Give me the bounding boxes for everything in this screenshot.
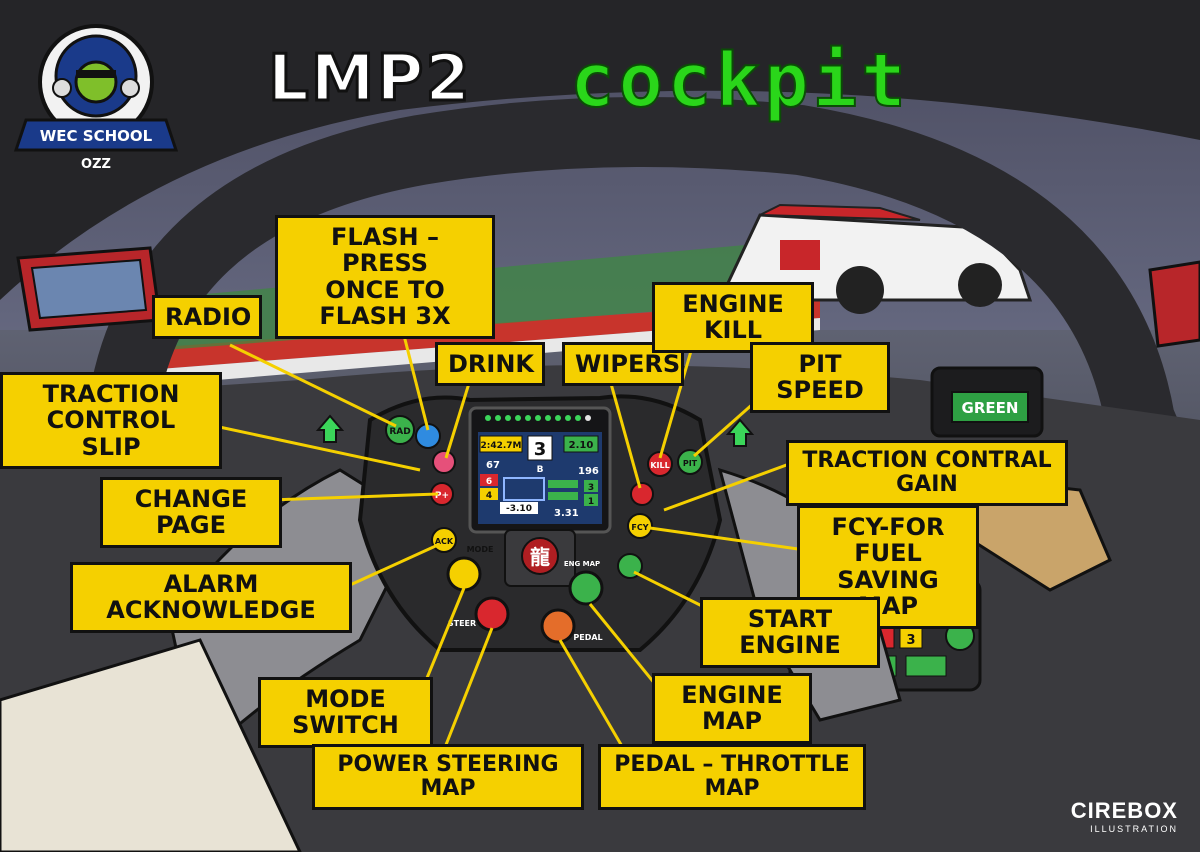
- callout-pit-speed: PIT SPEED: [750, 342, 890, 413]
- callout-flash: FLASH – PRESS ONCE TO FLASH 3X: [275, 215, 495, 339]
- callout-power-steering-text: POWER STEERING MAP: [337, 752, 559, 802]
- title-cockpit: cockpit: [569, 37, 910, 125]
- left-arrow-icon: [315, 414, 345, 443]
- callout-change-page-text: CHANGE PAGE: [134, 485, 248, 540]
- kill-button[interactable]: [647, 451, 673, 477]
- mode-switch-knob[interactable]: [446, 556, 482, 592]
- display-v67: 67: [486, 460, 500, 471]
- callout-fcy: FCY-FOR FUEL SAVING MAP: [797, 505, 979, 629]
- helmet-icon: [74, 60, 118, 104]
- callout-engine-map: ENGINE MAP: [652, 673, 812, 744]
- display-v6: 6: [486, 477, 492, 487]
- badge-line2: OZZ: [81, 157, 111, 172]
- pedal-map-knob[interactable]: [540, 608, 576, 644]
- dragon-emblem: [521, 537, 559, 575]
- callout-mode-switch-text: MODE SWITCH: [292, 685, 399, 740]
- callout-alarm-ack: ALARM ACKNOWLEDGE: [70, 562, 352, 633]
- callout-traction-gain-text: TRACTION CONTRAL GAIN: [802, 448, 1052, 498]
- callout-traction-slip-line1: TRACTION: [42, 380, 180, 408]
- callout-flash-line2: ONCE TO FLASH 3X: [319, 275, 451, 331]
- badge-ribbon: [13, 118, 179, 152]
- steering-wheel: 2:42.7M 3 B 2.10 67 196 6 4 3 1 -3.10 3.…: [315, 394, 755, 652]
- callout-mode-switch: MODE SWITCH: [258, 677, 433, 748]
- display-v196: 196: [578, 466, 599, 477]
- steer-knob-label: STEER: [448, 619, 476, 628]
- mode-knob-label: MODE: [467, 545, 494, 554]
- display-delta-top: 2.10: [569, 440, 594, 451]
- fcy-button[interactable]: [627, 513, 653, 539]
- display-gear-sub: B: [537, 465, 544, 475]
- callout-traction-gain: TRACTION CONTRAL GAIN: [786, 440, 1068, 507]
- callout-radio: RADIO: [152, 295, 262, 340]
- callout-alarm-ack-text: ALARM ACKNOWLEDGE: [106, 570, 316, 625]
- callout-radio-text: RADIO: [165, 303, 252, 331]
- dragon-emblem-char: 龍: [530, 545, 550, 569]
- right-arrow-icon: [725, 418, 755, 447]
- ack-button-label: ACK: [435, 537, 454, 546]
- display-v1: 1: [588, 497, 594, 507]
- power-steering-knob[interactable]: [474, 596, 510, 632]
- left-leg-suit: [0, 638, 302, 852]
- display-v3: 3: [588, 483, 594, 493]
- pit-button-label: PIT: [683, 459, 698, 468]
- callout-engine-map-text: ENGINE MAP: [681, 681, 783, 736]
- kill-button-label: KILL: [650, 461, 669, 470]
- halo-frame: [24, 97, 1200, 852]
- cirebox-logo: CIREBOX ILLUSTRATION: [1071, 798, 1178, 834]
- callout-engine-kill: ENGINE KILL: [652, 282, 814, 353]
- callout-drink: DRINK: [435, 342, 545, 387]
- callout-traction-slip-line2: CONTROL SLIP: [46, 406, 176, 461]
- rev-lights: [485, 415, 591, 421]
- callout-pit-speed-text: PIT SPEED: [776, 350, 864, 405]
- display-gear: 3: [534, 439, 547, 460]
- cirebox-sub: ILLUSTRATION: [1090, 824, 1178, 834]
- callout-start-engine: START ENGINE: [700, 597, 880, 668]
- display-time: 2:42.7M: [480, 441, 521, 451]
- callout-power-steering: POWER STEERING MAP: [312, 744, 584, 811]
- display-v4: 4: [486, 491, 492, 501]
- radio-button-label: RAD: [389, 427, 410, 437]
- left-mirror: [16, 246, 162, 332]
- drink-button[interactable]: [432, 450, 456, 474]
- callout-traction-slip: TRACTION CONTROL SLIP: [0, 372, 222, 470]
- green-flag-text: GREEN: [962, 399, 1019, 417]
- badge-line1: WEC SCHOOL: [40, 127, 153, 145]
- pedal-knob-label: PEDAL: [573, 633, 602, 642]
- callout-pedal-map: PEDAL – THROTTLE MAP: [598, 744, 866, 811]
- callout-fcy-line1: FCY-FOR FUEL: [831, 513, 945, 568]
- callout-pedal-map-text: PEDAL – THROTTLE MAP: [614, 752, 850, 802]
- callout-drink-text: DRINK: [448, 350, 535, 378]
- callout-wipers-text: WIPERS: [575, 350, 681, 378]
- fcy-button-label: FCY: [631, 523, 648, 532]
- panel-num-3: 3: [906, 633, 915, 648]
- cirebox-name: CIREBOX: [1070, 798, 1178, 823]
- eng-map-knob-label: ENG MAP: [564, 560, 600, 568]
- callout-engine-kill-text: ENGINE KILL: [682, 290, 784, 345]
- engine-map-knob[interactable]: [568, 570, 604, 606]
- wec-school-badge: WEC SCHOOL OZZ: [13, 24, 179, 172]
- wipers-button[interactable]: [630, 482, 654, 506]
- display-delta-bot: -3.10: [506, 504, 532, 514]
- roof-frame: [0, 0, 1200, 300]
- callout-wipers: WIPERS: [562, 342, 684, 387]
- flag-display: GREEN: [930, 366, 1044, 438]
- callout-start-engine-text: START ENGINE: [739, 605, 841, 660]
- callout-flash-line1: FLASH – PRESS: [331, 223, 439, 278]
- callout-change-page: CHANGE PAGE: [100, 477, 282, 548]
- change-page-label: P+: [435, 491, 449, 501]
- display-v331: 3.31: [554, 508, 579, 519]
- title-lmp2: LMP2: [267, 41, 472, 118]
- right-mirror: [1148, 260, 1200, 348]
